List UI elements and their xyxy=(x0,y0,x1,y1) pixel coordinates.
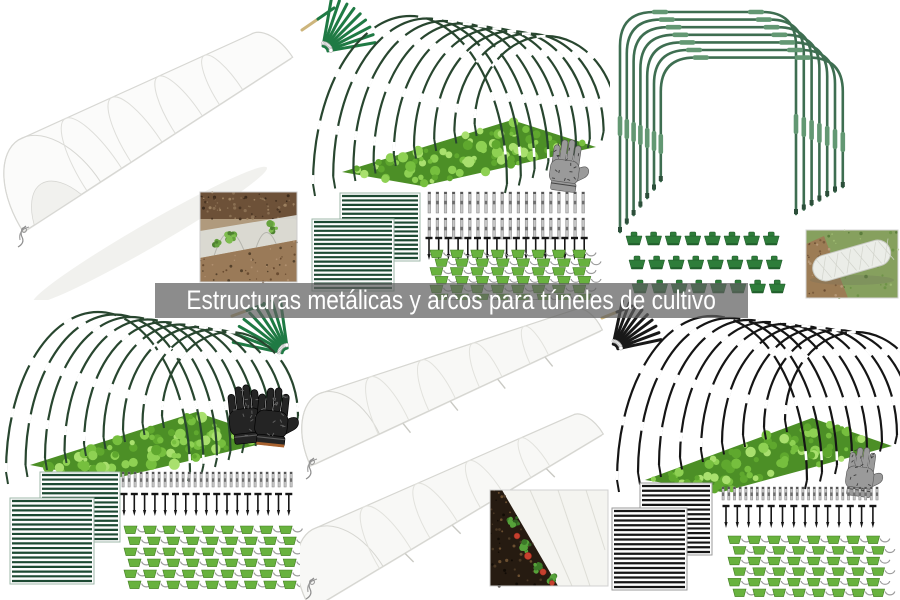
garden-glove xyxy=(845,447,884,498)
rod-bundles xyxy=(9,471,121,585)
snap-clips xyxy=(727,535,896,597)
banner-text: Estructuras metálicas y arcos para túnel… xyxy=(186,285,717,315)
title-banner: Estructuras metálicas y arcos para túnel… xyxy=(155,283,748,318)
tie-cords xyxy=(17,225,30,248)
rod-bundles xyxy=(611,482,713,591)
garden-gloves-pair xyxy=(227,384,299,448)
fabric-tunnels xyxy=(300,308,605,600)
tube-connectors xyxy=(427,191,585,240)
garden-glove xyxy=(549,139,589,193)
fiberglass-rod-fan xyxy=(300,0,377,53)
inset-photo-strawberries xyxy=(489,489,609,588)
tile-white-film-tunnel xyxy=(3,31,298,300)
tile-white-fabric-tunnels xyxy=(300,308,609,600)
tube-connectors xyxy=(121,471,293,488)
ground-pegs xyxy=(722,504,877,528)
inset-photo-seedbed xyxy=(199,191,298,284)
hoop-arcs xyxy=(615,314,900,493)
hoop-arcs xyxy=(4,310,300,485)
inset-photo-mesh-tunnel xyxy=(805,229,900,299)
white-film-tunnel xyxy=(3,31,294,233)
square-arch-frames xyxy=(617,9,846,234)
tube-connectors xyxy=(721,486,879,501)
tile-green-hoop-kit-gloves xyxy=(4,300,307,589)
ground-pegs xyxy=(120,492,293,516)
tile-black-hoop-kit xyxy=(600,300,900,597)
tile-green-hoop-kit xyxy=(300,0,610,300)
tile-square-arch-frames xyxy=(617,9,900,299)
snap-clips xyxy=(123,525,307,589)
ground-pegs xyxy=(425,236,588,260)
hoop-arcs xyxy=(311,14,610,197)
rod-bundles xyxy=(311,192,421,292)
